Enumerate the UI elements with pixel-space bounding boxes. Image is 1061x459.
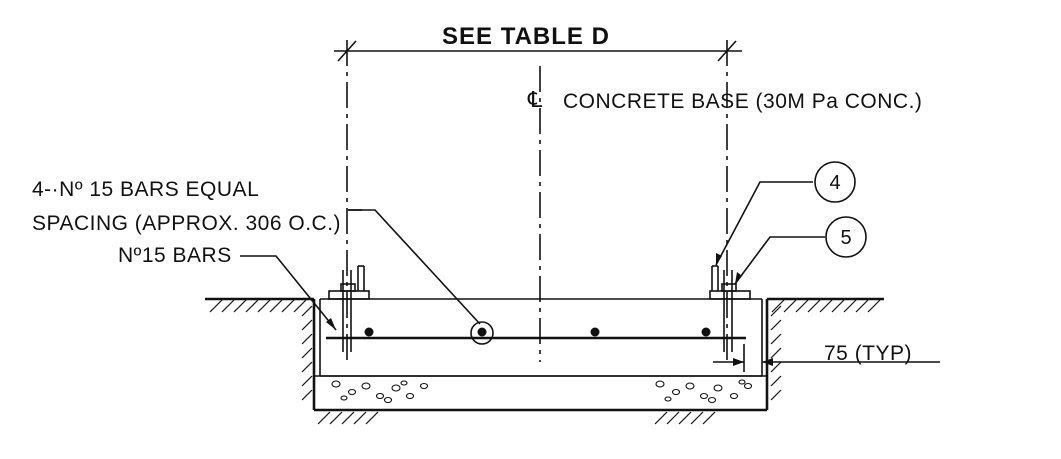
soil-hatch-mark xyxy=(301,347,313,359)
soil-hatch-mark xyxy=(301,319,313,331)
soil-hatch-mark xyxy=(654,411,668,425)
nbars-label: Nº15 BARS xyxy=(118,244,232,267)
aggregate-stone xyxy=(331,380,341,388)
soil-hatch-mark xyxy=(770,361,782,373)
soil-hatch-mark xyxy=(269,299,283,313)
soil-hatch-mark xyxy=(301,305,313,317)
soil-hatch-mark xyxy=(770,333,782,345)
soil-hatch-mark xyxy=(770,389,782,401)
aggregate-stone xyxy=(375,392,385,400)
soil-hatch-mark xyxy=(771,299,785,313)
bars-note-line1: 4-·Nº 15 BARS EQUAL xyxy=(32,178,259,201)
rebar-dot xyxy=(477,327,487,337)
soil-hatch-mark xyxy=(867,299,881,313)
soil-hatch-mark xyxy=(702,411,716,425)
aggregate-stone xyxy=(391,384,401,392)
bars-note-line2: SPACING (APPROX. 306 O.C.) xyxy=(32,212,341,235)
aggregate-stone xyxy=(340,395,348,401)
callout-5-bubble: 5 xyxy=(825,216,867,258)
soil-hatch-mark xyxy=(317,411,331,425)
aggregate-stone xyxy=(699,392,709,400)
aggregate-stone xyxy=(361,382,371,390)
rebar-dot xyxy=(364,327,374,337)
aggregate-stone xyxy=(743,382,753,390)
callout-5-number: 5 xyxy=(840,227,851,249)
aggregate-stone xyxy=(347,388,357,396)
soil-hatch-mark xyxy=(293,299,307,313)
soil-hatch-mark xyxy=(831,299,845,313)
soil-hatch-mark xyxy=(807,299,821,313)
aggregate-stone xyxy=(685,382,695,390)
aggregate-stone xyxy=(707,396,717,404)
reinforcing-bars xyxy=(326,321,746,345)
title-see-table-d: SEE TABLE D xyxy=(442,23,610,50)
soil-hatch-mark xyxy=(770,305,782,317)
left-anchor-bolt xyxy=(328,265,370,352)
soil-hatch-mark xyxy=(281,299,295,313)
soil-hatch-mark xyxy=(819,299,833,313)
soil-hatch-mark xyxy=(233,299,247,313)
aggregate-marks xyxy=(331,379,753,404)
aggregate-stone xyxy=(405,392,415,400)
excavation-outline xyxy=(205,297,884,412)
soil-hatch-mark xyxy=(353,411,367,425)
soil-hatch-mark xyxy=(301,389,313,401)
rebar-highlight-circle xyxy=(470,321,494,345)
aggregate-stone xyxy=(400,380,408,386)
callout-4-number: 4 xyxy=(829,172,840,194)
right-anchor-bolt xyxy=(709,265,751,352)
leader-callout-4 xyxy=(715,181,813,266)
centerlines xyxy=(346,40,728,362)
aggregate-stone xyxy=(383,396,393,404)
soil-hatch-mark xyxy=(690,411,704,425)
aggregate-stone xyxy=(671,388,681,396)
soil-hatch-mark xyxy=(855,299,869,313)
soil-hatch-mark xyxy=(301,375,313,387)
gravel-layer xyxy=(314,375,767,404)
aggregate-stone xyxy=(729,392,739,400)
leader-nbars xyxy=(240,255,337,331)
soil-hatch-mark xyxy=(770,375,782,387)
rebar-dot xyxy=(701,327,711,337)
soil-hatch-mark xyxy=(209,299,223,313)
soil-hatch-mark xyxy=(666,411,680,425)
concrete-base-label: CONCRETE BASE (30M Pa CONC.) xyxy=(563,90,922,113)
soil-hatching xyxy=(209,299,881,425)
soil-hatch-mark xyxy=(245,299,259,313)
leader-callout-5 xyxy=(734,236,825,285)
soil-hatch-mark xyxy=(329,411,343,425)
centerline-symbol: ℄ xyxy=(527,87,543,112)
aggregate-stone xyxy=(713,384,723,392)
soil-hatch-mark xyxy=(770,319,782,331)
aggregate-stone xyxy=(738,379,746,385)
cover-dimension xyxy=(713,344,940,372)
cover-dimension-label: 75 (TYP) xyxy=(824,342,912,365)
soil-hatch-mark xyxy=(795,299,809,313)
aggregate-stone xyxy=(655,380,665,388)
aggregate-stone xyxy=(419,382,429,390)
soil-hatch-mark xyxy=(843,299,857,313)
soil-hatch-mark xyxy=(341,411,355,425)
soil-hatch-mark xyxy=(678,411,692,425)
rebar-dot xyxy=(590,327,600,337)
soil-hatch-mark xyxy=(301,333,313,345)
soil-hatch-mark xyxy=(770,347,782,359)
callout-4-bubble: 4 xyxy=(814,161,856,203)
leader-bars-note xyxy=(348,209,481,325)
aggregate-stone xyxy=(664,396,672,402)
soil-hatch-mark xyxy=(301,361,313,373)
soil-hatch-mark xyxy=(221,299,235,313)
soil-hatch-mark xyxy=(257,299,271,313)
soil-hatch-mark xyxy=(783,299,797,313)
soil-hatch-mark xyxy=(365,411,379,425)
